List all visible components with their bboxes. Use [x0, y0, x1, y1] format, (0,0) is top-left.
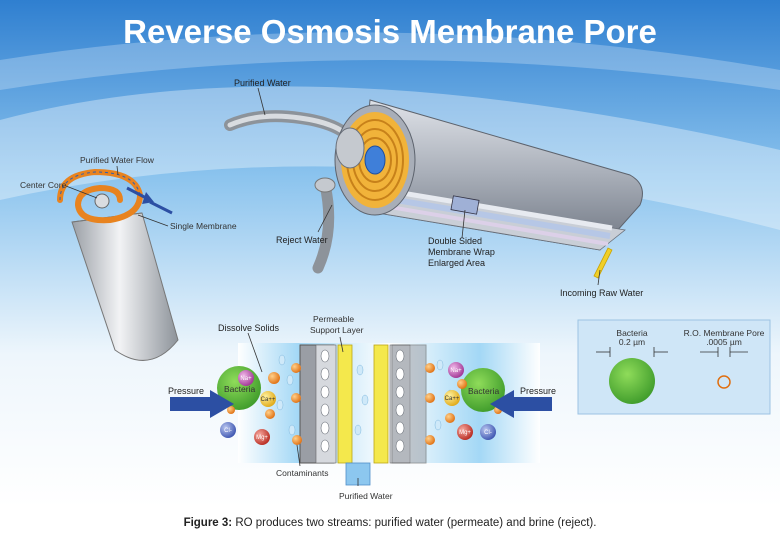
diagram-panel: Reverse Osmosis Membrane Pore Purified W…	[0, 0, 780, 507]
scale-pore-size: .0005 µm	[706, 337, 742, 347]
leader-line	[296, 444, 301, 467]
scale-bacteria-size: 0.2 µm	[619, 337, 645, 347]
bacteria-scale-circle	[609, 358, 655, 404]
label-purified-water-bottom: Purified Water	[339, 491, 393, 501]
label-bacteria-right: Bacteria	[468, 386, 499, 396]
right-particles: Na+ Ca++ Mg+ Cl-	[444, 362, 505, 440]
ion-ca-right: Ca++	[445, 396, 460, 402]
label-contaminants: Contaminants	[276, 468, 328, 478]
pressure-arrow-left	[170, 390, 234, 418]
pore-scale-circle	[717, 375, 731, 389]
membrane-housing	[334, 99, 643, 251]
ion-mg-left: Mg+	[256, 435, 268, 441]
ion-ca-left: Ca++	[261, 397, 276, 403]
reject-fitting	[314, 177, 336, 193]
leader-line	[137, 214, 169, 227]
left-particles: Na+ Ca++ Cl- Mg+	[217, 366, 280, 445]
raw-water-stream	[593, 247, 613, 279]
label-double-sided-2: Membrane Wrap	[428, 247, 495, 257]
label-purified-water-top: Purified Water	[234, 78, 291, 88]
label-bacteria-left: Bacteria	[224, 384, 255, 394]
scale-pore-label: R.O. Membrane Pore	[684, 328, 765, 338]
caption-text: RO produces two streams: purified water …	[232, 517, 597, 529]
pressure-arrow-right	[490, 390, 552, 418]
label-permeable-1: Permeable	[313, 314, 354, 324]
leader-line	[461, 209, 466, 239]
label-single-membrane: Single Membrane	[170, 221, 237, 231]
ion-cl-right: Cl-	[484, 430, 492, 436]
label-double-sided-3: Enlarged Area	[428, 258, 485, 268]
label-double-sided-1: Double Sided	[428, 236, 482, 246]
label-permeable-2: Support Layer	[310, 325, 364, 335]
spiral-cylinder	[57, 168, 179, 361]
swoosh	[0, 32, 780, 90]
ion-na-left: Na+	[240, 376, 252, 382]
ro-diagram: Reverse Osmosis Membrane Pore Purified W…	[0, 0, 780, 507]
page-title: Reverse Osmosis Membrane Pore	[123, 13, 657, 50]
leader-line	[116, 165, 119, 176]
leader-line	[247, 332, 263, 373]
scale-comparison-box: Bacteria 0.2 µm R.O. Membrane Pore .0005…	[577, 319, 771, 415]
label-pressure-left: Pressure	[168, 386, 204, 396]
label-center-core: Center Core	[20, 180, 67, 190]
leader-line	[257, 87, 266, 116]
label-pressure-right: Pressure	[520, 386, 556, 396]
caption-figure-label: Figure 3:	[183, 517, 233, 529]
leader-line	[65, 185, 98, 199]
ion-na-right: Na+	[450, 368, 462, 374]
leader-line	[597, 269, 601, 286]
reject-water-hose	[312, 179, 335, 274]
leader-line	[339, 336, 344, 353]
label-dissolve-solids: Dissolve Solids	[218, 323, 280, 333]
ion-mg-right: Mg+	[459, 430, 471, 436]
label-reject-water: Reject Water	[276, 235, 328, 245]
label-purified-water-flow: Purified Water Flow	[80, 155, 155, 165]
label-incoming-raw-water: Incoming Raw Water	[560, 288, 643, 298]
ion-cl-left: Cl-	[224, 428, 232, 434]
scale-bacteria-label: Bacteria	[616, 328, 647, 338]
figure-caption: Figure 3: RO produces two streams: purif…	[0, 517, 780, 529]
hose-highlight	[227, 113, 348, 136]
leader-line	[317, 204, 333, 233]
